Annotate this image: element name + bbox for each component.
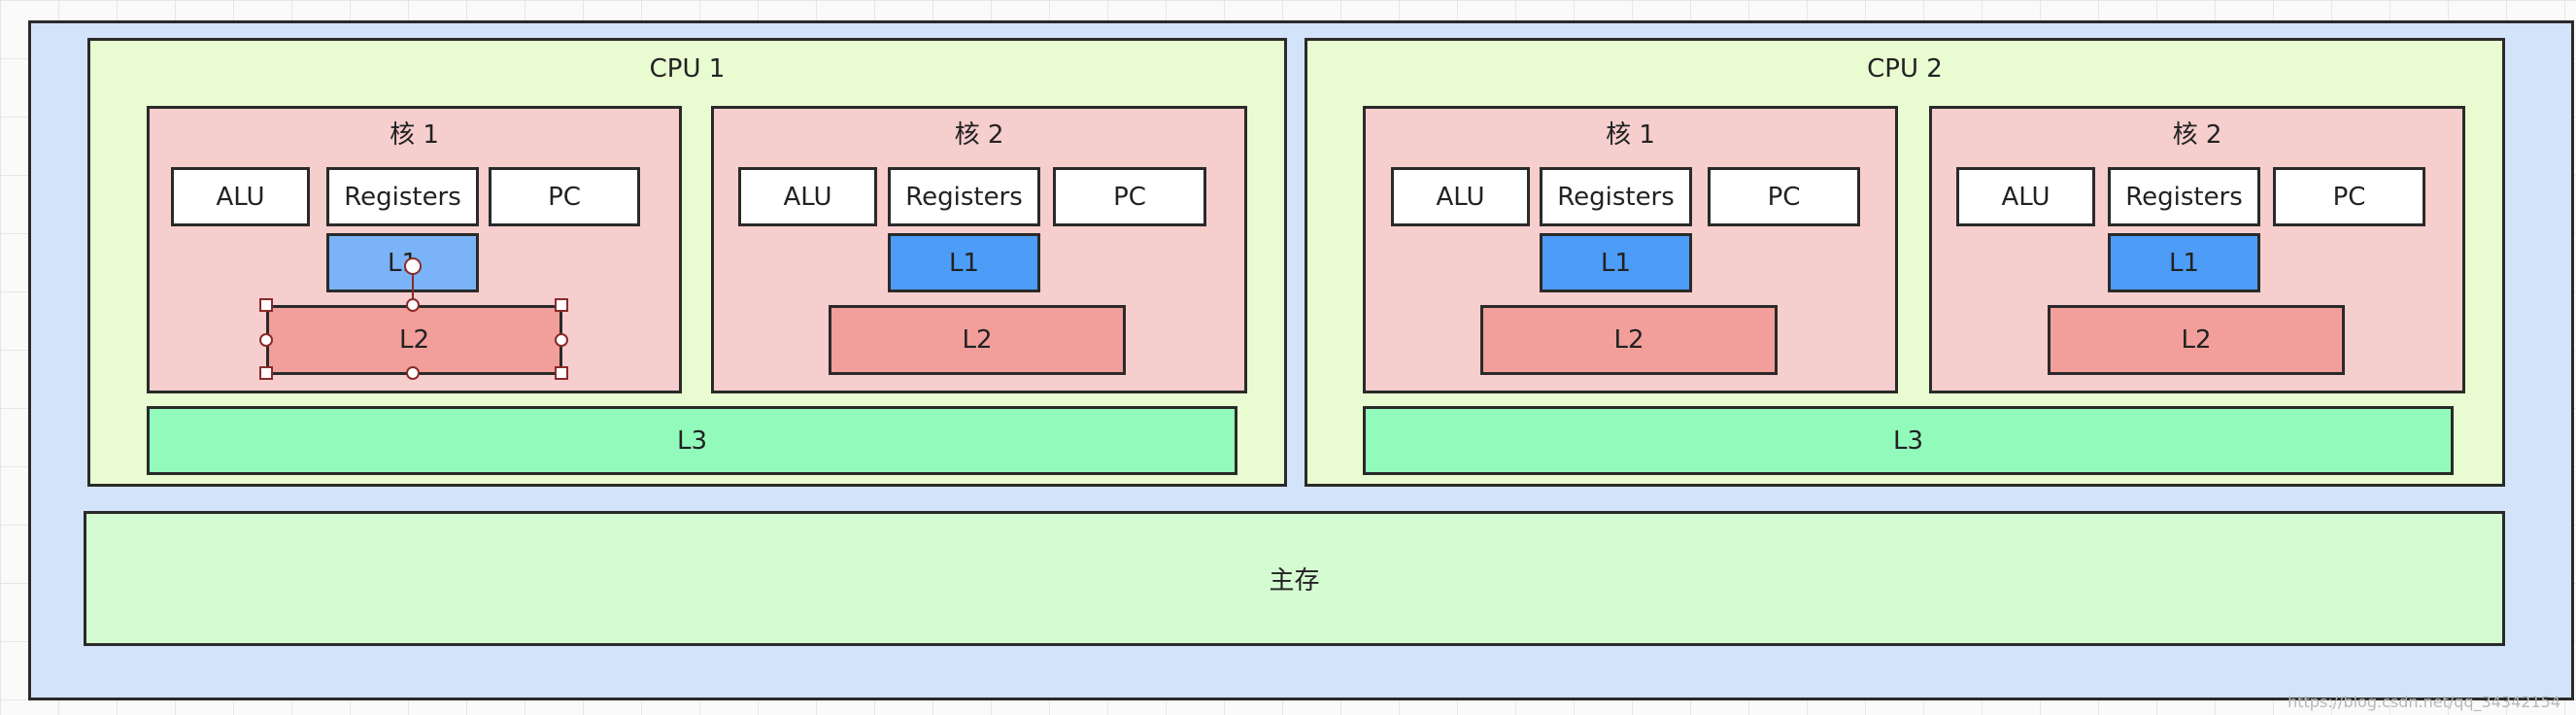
registers-box[interactable]: Registers	[888, 167, 1040, 226]
pc-box[interactable]: PC	[489, 167, 640, 226]
pc-box[interactable]: PC	[1708, 167, 1860, 226]
pc-box[interactable]: PC	[1053, 167, 1206, 226]
core-label: 核 1	[1606, 120, 1655, 150]
core-label: 核 2	[954, 120, 1004, 150]
core-label: 核 1	[390, 120, 439, 150]
resize-handle-nw[interactable]	[259, 298, 273, 312]
resize-handle-s[interactable]	[406, 366, 420, 380]
l2-cache-box[interactable]: L2	[2048, 305, 2345, 375]
l2-cache-box[interactable]: L2	[829, 305, 1126, 375]
resize-handle-sw[interactable]	[259, 366, 273, 380]
l2-cache-box-selected[interactable]: L2	[266, 305, 562, 375]
connection-handle[interactable]	[404, 257, 422, 275]
resize-handle-n[interactable]	[406, 298, 420, 312]
registers-box[interactable]: Registers	[326, 167, 479, 226]
alu-box[interactable]: ALU	[1391, 167, 1530, 226]
resize-handle-ne[interactable]	[555, 298, 568, 312]
selection-connector-line	[412, 268, 414, 307]
registers-box[interactable]: Registers	[1540, 167, 1692, 226]
l1-cache-box[interactable]: L1	[888, 233, 1040, 292]
resize-handle-e[interactable]	[555, 333, 568, 347]
l1-cache-box[interactable]: L1	[326, 233, 479, 292]
alu-box[interactable]: ALU	[171, 167, 310, 226]
main-memory-box[interactable]: 主存	[84, 511, 2505, 646]
alu-box[interactable]: ALU	[1956, 167, 2095, 226]
l2-cache-box[interactable]: L2	[1480, 305, 1778, 375]
l3-cache-box[interactable]: L3	[1363, 406, 2454, 475]
registers-box[interactable]: Registers	[2108, 167, 2260, 226]
cpu-1-label: CPU 1	[649, 54, 726, 84]
cpu-2-label: CPU 2	[1867, 54, 1943, 84]
l1-cache-box[interactable]: L1	[2108, 233, 2260, 292]
resize-handle-w[interactable]	[259, 333, 273, 347]
l1-cache-box[interactable]: L1	[1540, 233, 1692, 292]
core-label: 核 2	[2172, 120, 2222, 150]
watermark-text: https://blog.csdn.net/qq_34342154	[2288, 693, 2560, 711]
resize-handle-se[interactable]	[555, 366, 568, 380]
l3-cache-box[interactable]: L3	[147, 406, 1237, 475]
pc-box[interactable]: PC	[2273, 167, 2425, 226]
alu-box[interactable]: ALU	[738, 167, 877, 226]
